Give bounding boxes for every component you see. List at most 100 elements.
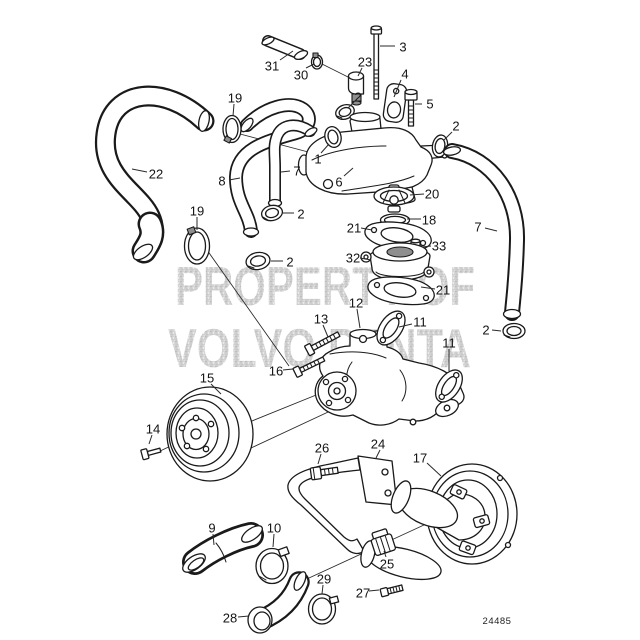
callout-label-2: 2: [452, 119, 459, 134]
callout-label-14: 14: [146, 422, 160, 437]
callout-label-25: 25: [380, 557, 394, 572]
callout-leader: [279, 50, 294, 61]
callout-label-9: 9: [208, 521, 215, 536]
hose-31: [261, 35, 309, 60]
callout-label-32: 32: [346, 251, 360, 266]
callout-label-7: 7: [293, 164, 300, 179]
callout-leader: [393, 79, 402, 98]
seal-2-lower: [245, 251, 271, 271]
callout-label-11: 11: [442, 336, 456, 351]
seal-2-hose7: [502, 322, 526, 340]
hose-28: [247, 571, 310, 634]
seal-2-top: [335, 104, 355, 120]
callout-label-22: 22: [149, 167, 163, 182]
callout-label-7: 7: [474, 220, 481, 235]
hose-7-right: [442, 143, 526, 321]
callout-label-21: 21: [347, 221, 361, 236]
callout-label-2: 2: [286, 255, 293, 270]
callout-label-12: 12: [349, 296, 363, 311]
callout-leader: [426, 462, 442, 477]
callout-label-6: 6: [335, 175, 342, 190]
callout-label-18: 18: [422, 213, 436, 228]
callout-leader: [317, 453, 322, 465]
callout-leader: [398, 323, 413, 328]
callout-label-1: 1: [314, 152, 321, 167]
callout-label-10: 10: [267, 521, 281, 536]
water-pump-12: [314, 328, 465, 426]
callout-label-21: 21: [436, 283, 450, 298]
callout-label-11: 11: [413, 315, 427, 330]
callout-leader: [237, 615, 250, 618]
hose-22: [94, 85, 215, 264]
connector-25: [370, 528, 396, 557]
clamp-19-upper: [222, 114, 242, 144]
callout-label-15: 15: [200, 371, 214, 386]
callout-leader: [443, 131, 453, 141]
hose-8: [228, 98, 316, 238]
callout-label-8: 8: [218, 174, 225, 189]
callout-label-13: 13: [314, 312, 328, 327]
callout-label-19: 19: [228, 91, 242, 106]
callout-leader: [131, 168, 148, 173]
callout-label-5: 5: [426, 97, 433, 112]
pulley-15: [166, 386, 254, 482]
callout-label-33: 33: [432, 239, 446, 254]
callout-leader: [321, 584, 324, 595]
clamp-10: [255, 546, 290, 585]
callout-label-27: 27: [356, 586, 370, 601]
callout-label-2: 2: [482, 323, 489, 338]
hose-7-left: [267, 119, 318, 208]
callout-leader: [375, 449, 381, 459]
callout-leader: [484, 227, 498, 232]
callout-leader: [357, 67, 363, 77]
seal-2-mid: [260, 204, 284, 222]
callout-leader: [343, 167, 354, 177]
gasket-11-lower: [435, 369, 463, 403]
callout-leader: [420, 286, 436, 290]
seal-1: [324, 125, 342, 149]
callout-leader: [356, 308, 361, 329]
callout-leader: [212, 533, 215, 546]
callout-leader: [232, 103, 235, 117]
callout-label-20: 20: [425, 187, 439, 202]
bolt-27: [379, 584, 404, 598]
callout-label-29: 29: [317, 572, 331, 587]
stud-3: [370, 25, 383, 100]
callout-label-2: 2: [297, 207, 304, 222]
clamp-30: [310, 52, 324, 70]
callout-leader: [347, 101, 355, 109]
callout-label-23: 23: [358, 55, 372, 70]
bolt-14: [140, 447, 162, 461]
callout-label-28: 28: [223, 611, 237, 626]
gasket-21-lower: [367, 276, 435, 306]
bolt-13: [304, 331, 341, 357]
callout-leader: [280, 170, 291, 173]
callout-leader: [383, 550, 387, 558]
callout-label-2: 2: [354, 90, 361, 105]
bolt-16: [292, 356, 326, 378]
callout-label-17: 17: [413, 451, 427, 466]
callout-label-16: 16: [269, 364, 283, 379]
callout-leader: [360, 227, 373, 231]
callout-label-26: 26: [315, 441, 329, 456]
callout-leader: [272, 533, 275, 548]
gasket-4: [382, 83, 408, 123]
clamp-19-lower: [183, 226, 211, 265]
part-number: 24485: [483, 616, 512, 627]
callout-leader: [282, 368, 294, 371]
callout-label-30: 30: [294, 68, 308, 83]
callout-leader: [359, 257, 372, 261]
callout-leader: [305, 63, 315, 69]
callout-leader: [228, 177, 241, 181]
bolt-26: [309, 466, 339, 481]
callout-leader: [368, 589, 380, 592]
gasket-11-upper: [376, 310, 406, 346]
callout-leader: [210, 383, 222, 395]
callout-leader: [148, 434, 153, 445]
callout-label-4: 4: [401, 67, 408, 82]
callout-label-31: 31: [265, 59, 279, 74]
watermark-line1: PROPERTY OF: [175, 255, 475, 317]
callout-label-24: 24: [371, 437, 385, 452]
